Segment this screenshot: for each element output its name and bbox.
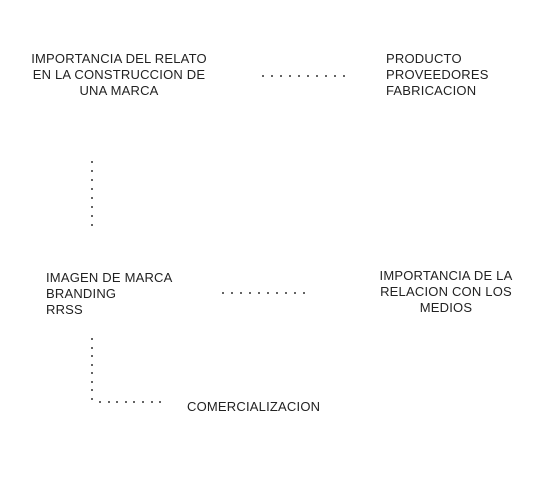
node-line: RRSS (46, 302, 83, 317)
connector-dot (91, 346, 93, 349)
connector-dot (91, 397, 93, 400)
node-line: UNA MARCA (79, 83, 159, 98)
connector-dot (249, 292, 251, 294)
connector-dot (258, 292, 260, 294)
connector-dot (334, 75, 336, 77)
connector-dot (133, 401, 136, 403)
node-line: IMPORTANCIA DEL RELATO (31, 51, 207, 66)
node-line: MEDIOS (419, 300, 473, 315)
connector-dot (280, 75, 282, 77)
connector-dot (231, 292, 233, 294)
connector-dot (91, 188, 93, 190)
connector-dot (271, 75, 273, 77)
node-producto: PRODUCTO PROVEEDORES FABRICACION (386, 51, 526, 99)
connector-dot (289, 75, 291, 77)
connector-dot (159, 401, 162, 403)
connector-dot (107, 401, 110, 403)
connector-dot (150, 401, 153, 403)
connector-dot (91, 215, 93, 217)
node-comercializacion: COMERCIALIZACION (187, 399, 347, 415)
connector-dot (91, 161, 93, 163)
connector-dot (303, 292, 305, 294)
connector-dot (91, 355, 93, 357)
connector-dot (91, 380, 93, 383)
connector-dot (262, 75, 264, 77)
connector-dot (276, 292, 278, 294)
connector-dot (91, 224, 93, 226)
connector-dot (294, 292, 296, 294)
connector-dot (91, 179, 93, 181)
connector-dot (316, 75, 318, 77)
connector-dot (142, 401, 144, 403)
connector-dot (116, 401, 119, 403)
connector-dot (91, 338, 93, 340)
node-line: FABRICACION (386, 83, 477, 98)
node-line: RELACION CON LOS (380, 284, 512, 299)
connector-dot (267, 292, 269, 294)
connector-dot (91, 372, 93, 374)
node-line: BRANDING (46, 286, 117, 301)
connector-dot (91, 197, 93, 199)
connector-dot (325, 75, 327, 77)
connector-dot (222, 292, 224, 294)
connector-dot (91, 206, 93, 208)
node-line: PRODUCTO (386, 51, 462, 66)
connector-dot (91, 170, 93, 172)
connector-dot (99, 401, 101, 403)
node-line: PROVEEDORES (386, 67, 489, 82)
connector-dot (285, 292, 287, 294)
connector-dot (240, 292, 242, 294)
connector-dot (298, 75, 300, 77)
node-imagen-de-marca: IMAGEN DE MARCA BRANDING RRSS (46, 270, 216, 318)
node-line: COMERCIALIZACION (187, 399, 321, 414)
connector-dot (307, 75, 309, 77)
connector-dot (91, 389, 93, 391)
connector-dot (343, 75, 345, 77)
node-line: IMPORTANCIA DE LA (379, 268, 513, 283)
connector-dot (124, 401, 127, 403)
node-importancia-medios: IMPORTANCIA DE LA RELACION CON LOS MEDIO… (370, 268, 522, 316)
node-line: IMAGEN DE MARCA (46, 270, 173, 285)
node-importancia-relato: IMPORTANCIA DEL RELATO EN LA CONSTRUCCIO… (14, 51, 224, 99)
node-line: EN LA CONSTRUCCION DE (32, 67, 206, 82)
connector-dot (91, 363, 93, 366)
